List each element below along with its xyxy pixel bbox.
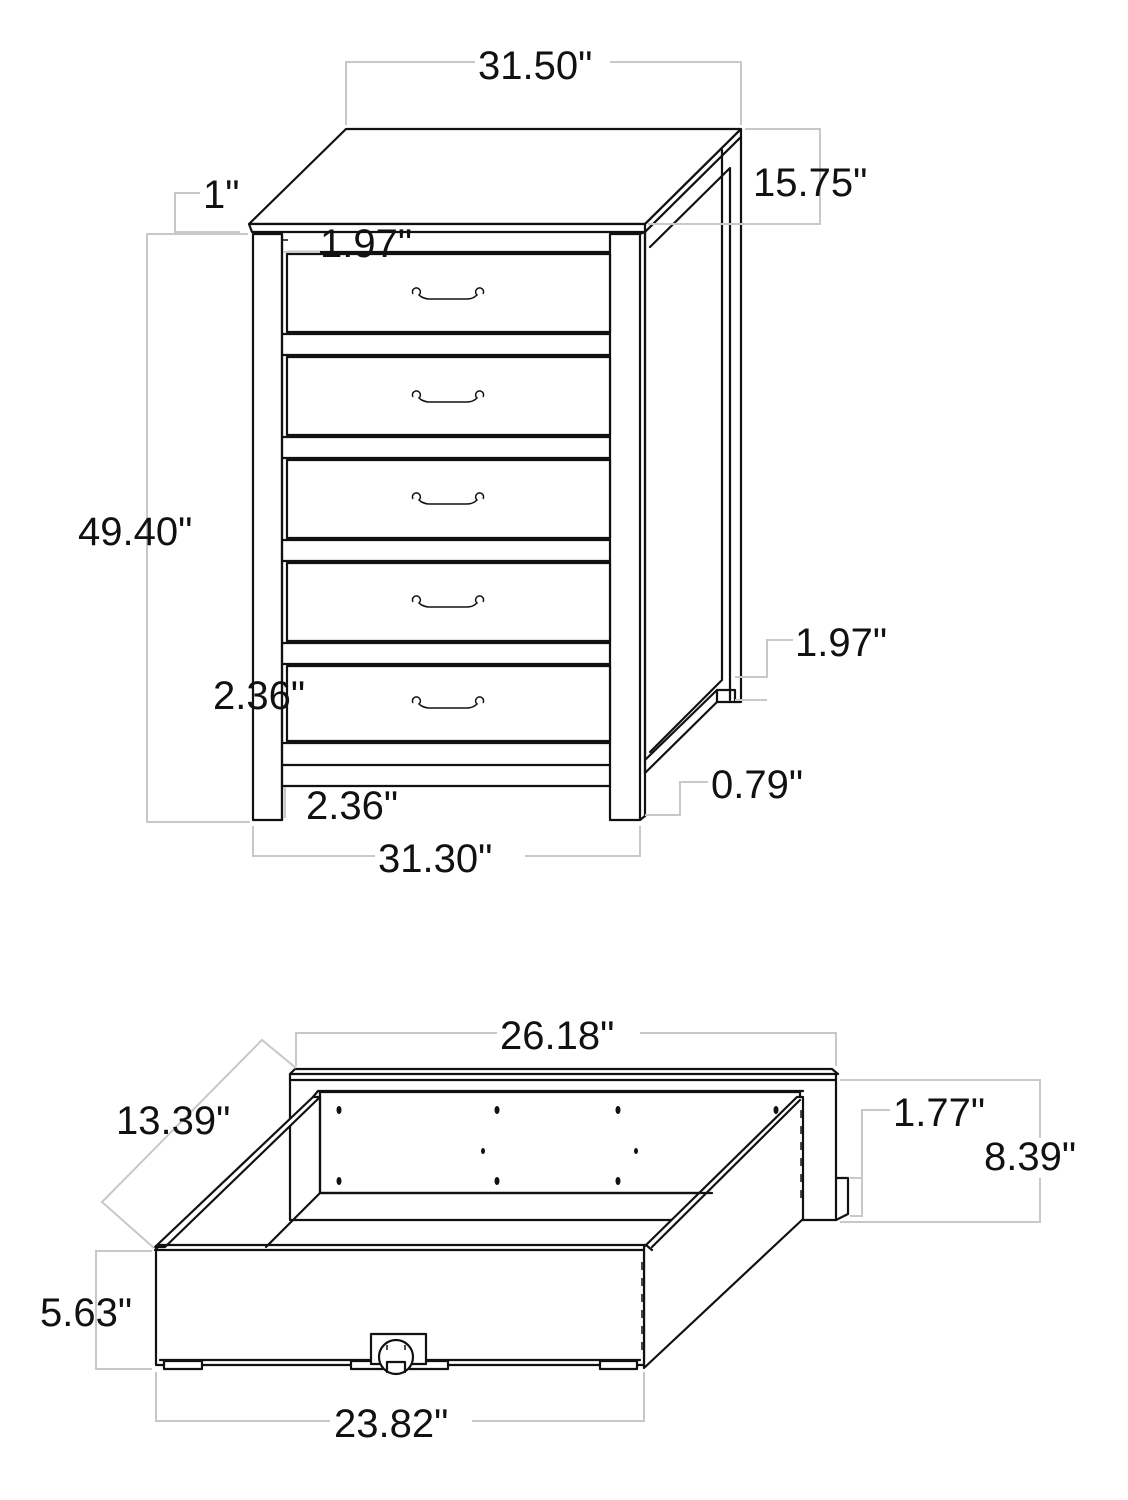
label-top-thickness: 1" xyxy=(203,173,239,217)
left-stile xyxy=(251,232,284,822)
chest-drawing xyxy=(247,127,743,822)
label-base-width: 31.30" xyxy=(378,837,492,881)
drawer-left-side xyxy=(153,1095,322,1249)
label-rail-gap-top: 1.97" xyxy=(320,222,412,266)
chest-dimension-labels: 31.50" 15.75" 1" 1.97" 49.40" 1.97" 2.36… xyxy=(78,44,887,881)
drawer-handle-icon xyxy=(411,595,485,608)
drawer-dimension-lines xyxy=(95,1032,1041,1422)
label-leg-width: 2.36" xyxy=(213,674,305,718)
label-front-height: 8.39" xyxy=(984,1135,1076,1179)
chest-top-edge xyxy=(247,222,647,234)
drawer-dimension-labels: 26.18" 13.39" 1.77" 8.39" 5.63" 23.82" xyxy=(40,1014,1076,1446)
label-side-offset: 1.77" xyxy=(893,1091,985,1135)
label-top-depth: 15.75" xyxy=(753,161,867,205)
label-drawer-depth: 13.39" xyxy=(116,1099,230,1143)
drawer-handle-icon xyxy=(411,287,485,300)
label-side-rail: 1.97" xyxy=(795,621,887,665)
drawer-handle-icon xyxy=(411,696,485,709)
label-front-width: 26.18" xyxy=(500,1014,614,1058)
label-bottom-rail: 2.36" xyxy=(306,784,398,828)
right-stile xyxy=(608,232,642,822)
drawer-handle-icon xyxy=(411,492,485,505)
drawer-3 xyxy=(280,458,612,563)
drawer-handle-icon xyxy=(411,390,485,403)
drawer-5 xyxy=(280,664,612,767)
chest-side-panel xyxy=(643,135,743,775)
drawer-drawing xyxy=(153,1067,850,1376)
label-box-height: 5.63" xyxy=(40,1291,132,1335)
label-box-width: 23.82" xyxy=(334,1402,448,1446)
label-top-width: 31.50" xyxy=(478,44,592,88)
drawer-2 xyxy=(280,355,612,460)
drawer-1 xyxy=(280,252,612,357)
screw-holes xyxy=(336,1106,779,1185)
drawer-4 xyxy=(280,561,612,666)
label-overall-height: 49.40" xyxy=(78,510,192,554)
drawer-center-glide-icon xyxy=(369,1332,428,1376)
chest-dimension-lines xyxy=(146,61,821,857)
label-leg-clearance: 0.79" xyxy=(711,763,803,807)
